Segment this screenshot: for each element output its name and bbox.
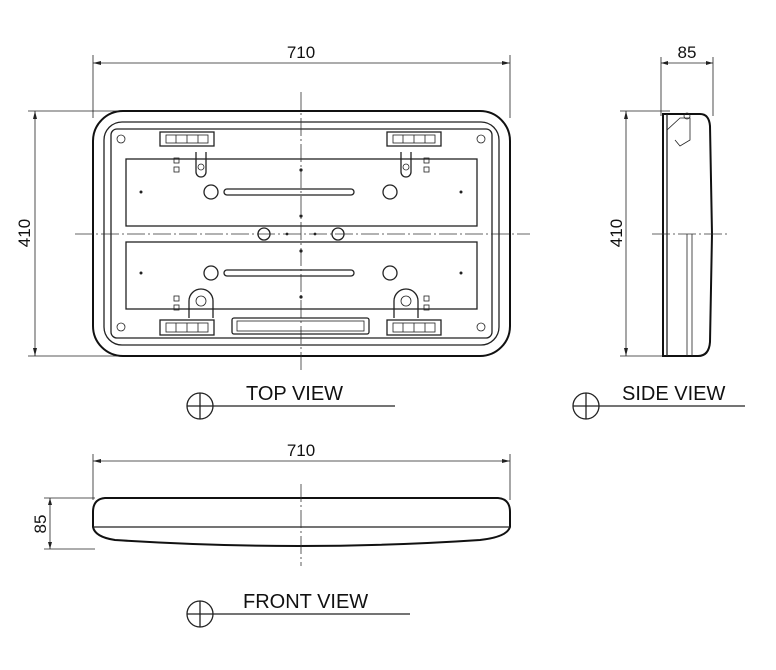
top-view-title: TOP VIEW [246,383,343,405]
side-depth-label: 85 [678,43,697,62]
keyhole-lower-right [393,288,430,318]
terminal-block-bottom-left [159,319,215,336]
front-depth-dimension: 85 [31,497,95,550]
upper-chamber [125,158,478,227]
front-view-title-block: FRONT VIEW [186,591,410,628]
front-profile [92,497,511,547]
top-view: 710 410 [15,43,530,420]
side-profile [662,113,714,357]
front-view: 710 85 FRONT VIEW [31,441,511,628]
housing-inner-lip [103,121,500,346]
keyhole-lower-left [173,288,214,318]
upper-right-hole [382,184,398,200]
lower-slot [223,269,355,277]
side-height-dimension: 410 [607,110,670,357]
front-depth-label: 85 [31,515,50,534]
mounting-plate [110,128,493,339]
bottom-center-connector [231,317,370,335]
terminal-block-bottom-right [386,319,442,336]
front-width-dimension: 710 [92,441,511,500]
side-view: 85 410 SIDE VIEW [572,43,745,420]
front-width-label: 710 [287,441,315,460]
terminal-block-top-left [159,131,215,147]
lower-chamber [125,241,478,310]
terminal-block-top-right [386,131,442,147]
top-view-title-block: TOP VIEW [186,383,395,420]
front-view-title: FRONT VIEW [243,591,368,613]
upper-left-hole [203,184,219,200]
lower-left-hole [203,265,219,281]
housing-outline [92,110,511,357]
top-width-label: 710 [287,43,315,62]
top-width-dimension: 710 [92,43,511,118]
keyhole-upper-left [173,152,207,178]
side-height-label: 410 [607,219,626,247]
side-depth-dimension: 85 [660,43,714,116]
upper-slot [223,188,355,196]
side-view-title-block: SIDE VIEW [572,383,745,420]
keyhole-upper-right [400,152,430,178]
top-height-label: 410 [15,219,34,247]
top-height-dimension: 410 [15,110,118,357]
lower-right-hole [382,265,398,281]
side-view-title: SIDE VIEW [622,383,725,405]
